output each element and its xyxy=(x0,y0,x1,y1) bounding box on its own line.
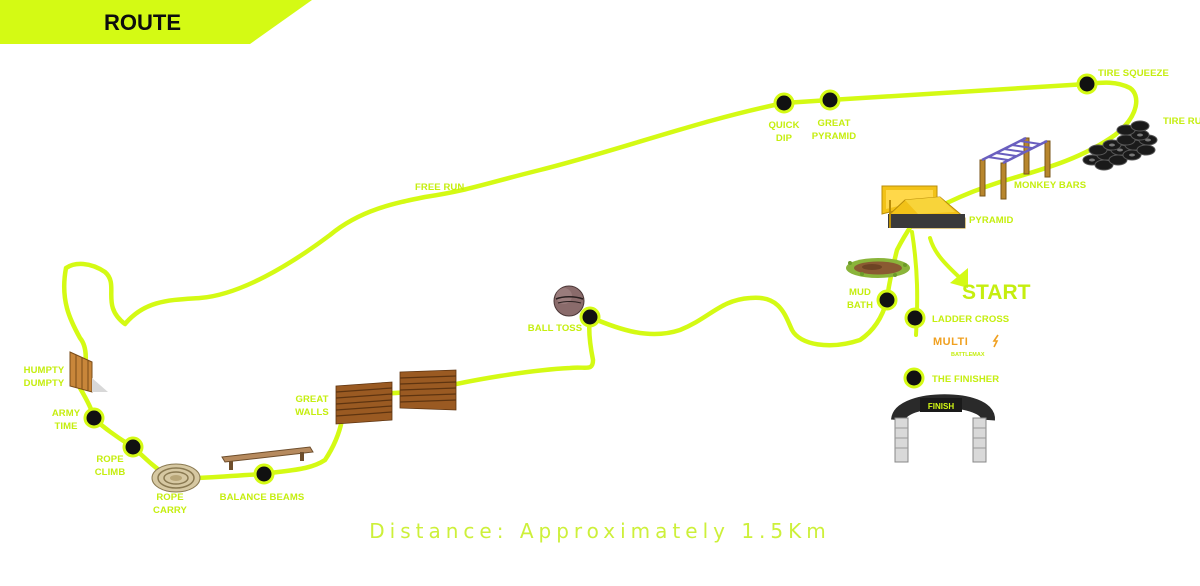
mud-bath-label: MUD BATH xyxy=(847,287,873,311)
the-finisher-label: THE FINISHER xyxy=(932,374,999,385)
tire-pile-icon xyxy=(1082,120,1158,171)
route-path xyxy=(61,80,1139,481)
finish-label: FINISH xyxy=(928,402,954,411)
rope-climb-marker xyxy=(122,436,144,458)
tire-squeeze-marker xyxy=(1076,73,1098,95)
humpty-dumpty-label-line: DUMPTY xyxy=(24,378,65,389)
rope-climb-label-line: CLIMB xyxy=(95,467,126,478)
tire-run-label: TIRE RUN xyxy=(1163,116,1200,127)
army-time-label: ARMY TIME xyxy=(52,408,81,432)
ball-toss-label: BALL TOSS xyxy=(528,323,582,334)
sponsor-name: MULTI xyxy=(933,336,968,348)
sponsor-logo: MULTI BATTLEMAX xyxy=(933,334,999,358)
great-walls-label-line: GREAT xyxy=(295,394,328,405)
lightning-icon xyxy=(992,334,999,348)
station-markers xyxy=(83,73,1098,485)
quick-dip-marker xyxy=(773,92,795,114)
mud-bath-label-line: BATH xyxy=(847,300,873,311)
free-run-label-line: FREE RUN xyxy=(415,182,464,193)
balance-beam-icon xyxy=(221,446,314,470)
monkey-bars-label-line: MONKEY BARS xyxy=(1014,180,1086,191)
humpty-dumpty-label-line: HUMPTY xyxy=(24,365,65,376)
mud-bath-label-line: MUD xyxy=(849,287,871,298)
the-finisher-label-line: THE FINISHER xyxy=(932,374,999,385)
page-title: ROUTE xyxy=(104,10,181,35)
great-walls-label-line: WALLS xyxy=(295,407,329,418)
humpty-dumpty-icon xyxy=(69,351,108,393)
ball-icon xyxy=(553,285,585,317)
great-walls-label: GREAT WALLS xyxy=(295,394,329,418)
pyramid-label-line: PYRAMID xyxy=(969,215,1014,226)
tire-run-label-line: TIRE RUN xyxy=(1163,116,1200,127)
monkey-bars-icon xyxy=(979,136,1051,200)
great-walls-icon xyxy=(335,369,457,425)
rope-coil-icon xyxy=(151,463,201,493)
monkey-bars-label: MONKEY BARS xyxy=(1014,180,1086,191)
tire-squeeze-label-line: TIRE SQUEEZE xyxy=(1098,68,1169,79)
army-time-label-line: TIME xyxy=(54,421,77,432)
great-pyramid-label-line: PYRAMID xyxy=(812,131,857,142)
station-labels: TIRE SQUEEZE TIRE RUN QUICK DIP GREAT PYRAMID… xyxy=(24,68,1200,516)
balance-beams-label-line: BALANCE BEAMS xyxy=(220,492,305,503)
great-pyramid-label: GREAT PYRAMID xyxy=(812,118,857,142)
humpty-dumpty-label: HUMPTY DUMPTY xyxy=(24,365,65,389)
rope-carry-label-line: ROPE xyxy=(156,492,183,503)
great-pyramid-marker xyxy=(819,89,841,111)
finish-arch-icon: FINISH xyxy=(891,394,995,463)
army-time-marker xyxy=(83,407,105,429)
ball-toss-label-line: BALL TOSS xyxy=(528,323,582,334)
start-arrow xyxy=(928,236,968,288)
rope-climb-label: ROPE CLIMB xyxy=(95,454,126,478)
mud-bath-icon xyxy=(846,258,910,278)
quick-dip-label: QUICK DIP xyxy=(768,120,799,144)
title-banner: ROUTE xyxy=(0,0,312,44)
army-time-label-line: ARMY xyxy=(52,408,81,419)
rope-carry-label: ROPE CARRY xyxy=(153,492,187,516)
balance-beams-label: BALANCE BEAMS xyxy=(220,492,305,503)
ladder-cross-label-line: LADDER CROSS xyxy=(932,314,1009,325)
quick-dip-label-line: DIP xyxy=(776,133,793,144)
pyramid-label: PYRAMID xyxy=(969,215,1014,226)
sponsor-sub: BATTLEMAX xyxy=(951,352,985,358)
the-finisher-marker xyxy=(903,367,925,389)
ladder-cross-marker xyxy=(904,307,926,329)
rope-carry-label-line: CARRY xyxy=(153,505,187,516)
ball-toss-marker xyxy=(579,306,601,328)
start-label: START xyxy=(962,281,1031,304)
great-pyramid-label-line: GREAT xyxy=(817,118,850,129)
pyramid-icon xyxy=(881,185,966,229)
tire-squeeze-label: TIRE SQUEEZE xyxy=(1098,68,1169,79)
mud-bath-marker xyxy=(876,289,898,311)
free-run-label: FREE RUN xyxy=(415,182,464,193)
rope-climb-label-line: ROPE xyxy=(96,454,123,465)
distance-label: Distance: Approximately 1.5Km xyxy=(369,519,831,543)
ladder-cross-label: LADDER CROSS xyxy=(932,314,1009,325)
balance-beams-marker xyxy=(253,463,275,485)
quick-dip-label-line: QUICK xyxy=(768,120,799,131)
title-banner-shape xyxy=(0,0,312,44)
